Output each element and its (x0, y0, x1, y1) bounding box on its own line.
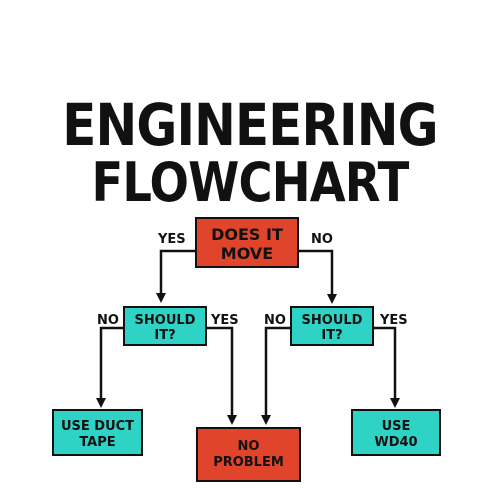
label-right-yes: YES (379, 313, 408, 328)
node-no-problem-line2: PROBLEM (213, 455, 284, 470)
node-should-it-right-line1: SHOULD (302, 313, 363, 328)
node-no-problem-box (196, 427, 301, 482)
node-should-it-left-box (123, 306, 207, 346)
node-should-it-right-line2: IT? (321, 328, 342, 343)
node-should-it-left: SHOULD IT? (123, 306, 207, 346)
node-use-duct-tape-line2: TAPE (79, 435, 115, 450)
node-does-it-move-box (195, 217, 299, 268)
node-does-it-move-line2: MOVE (221, 244, 273, 263)
node-should-it-right-box (290, 306, 374, 346)
node-should-it-right: SHOULD IT? (290, 306, 374, 346)
edge-right-yes (373, 326, 400, 408)
node-does-it-move-line1: DOES IT (211, 225, 283, 244)
edge-left-yes (206, 326, 237, 425)
node-use-wd40: USE WD40 (351, 409, 441, 456)
edge-left-no (96, 326, 124, 408)
node-use-duct-tape-line1: USE DUCT (61, 419, 134, 434)
label-move-yes: YES (157, 232, 186, 247)
edge-move-no (298, 249, 337, 304)
title-line-1: ENGINEERING (62, 91, 438, 159)
node-use-duct-tape: USE DUCT TAPE (52, 409, 143, 456)
node-does-it-move: DOES IT MOVE (195, 217, 299, 268)
label-move-no: NO (311, 232, 333, 247)
title-line-2: FLOWCHART (91, 151, 410, 214)
node-use-wd40-box (351, 409, 441, 456)
label-left-no: NO (97, 313, 119, 328)
connectors (96, 249, 400, 425)
node-should-it-left-line2: IT? (154, 328, 175, 343)
node-should-it-left-line1: SHOULD (135, 313, 196, 328)
node-use-wd40-line2: WD40 (374, 435, 417, 450)
node-no-problem: NO PROBLEM (196, 427, 301, 482)
node-no-problem-line1: NO (238, 439, 260, 454)
label-right-no: NO (264, 313, 286, 328)
edge-move-yes (156, 249, 196, 303)
edge-right-no (261, 326, 291, 425)
label-left-yes: YES (210, 313, 239, 328)
node-use-wd40-line1: USE (382, 419, 411, 434)
node-use-duct-tape-box (52, 409, 143, 456)
